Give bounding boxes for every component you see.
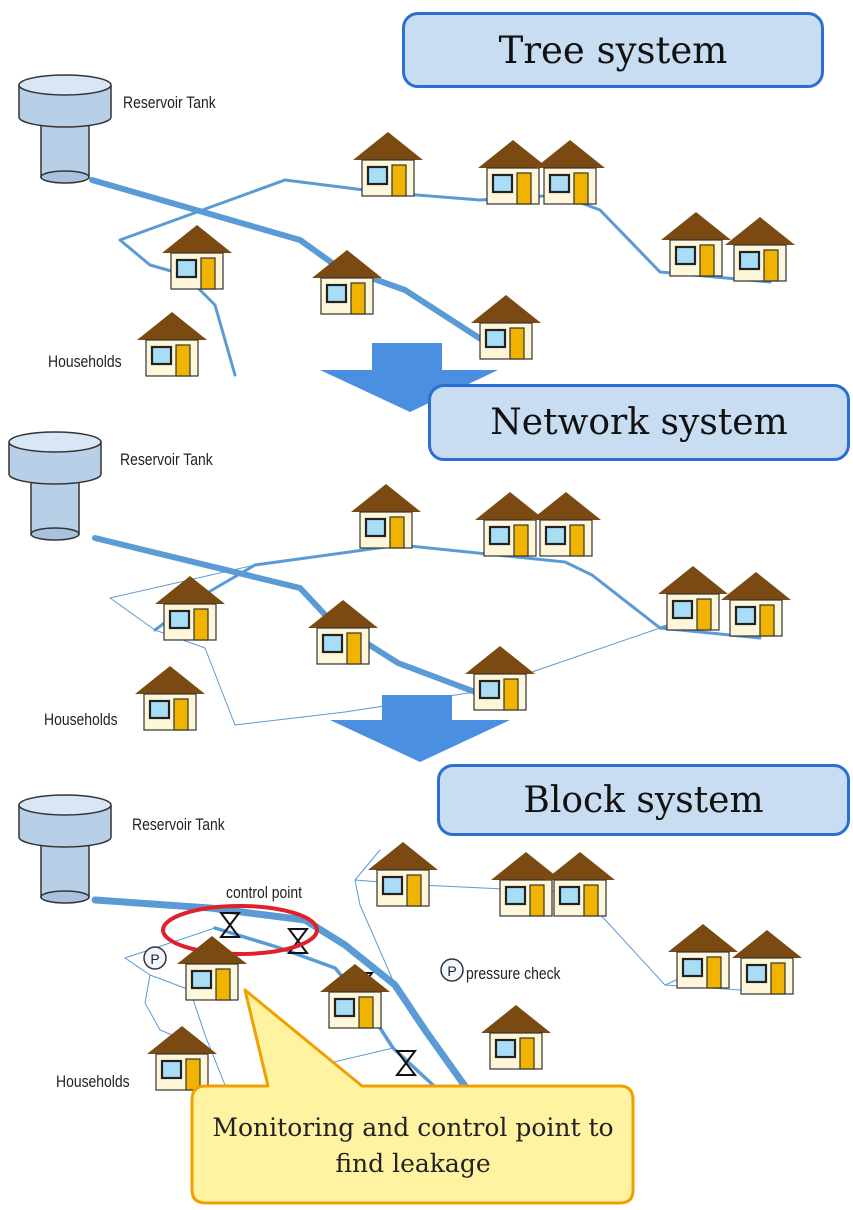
house-icon: [489, 850, 563, 918]
tree-reservoir-tank: [18, 74, 112, 184]
house-icon: [473, 490, 547, 558]
network-households-label: Households: [44, 710, 118, 729]
house-icon: [349, 482, 423, 550]
house-icon: [529, 490, 603, 558]
house-icon: [723, 215, 797, 283]
transition-arrow-down-icon: [330, 695, 510, 762]
pressure-gauge-icon: P: [440, 958, 464, 982]
block-reservoir-label: Reservoir Tank: [132, 815, 225, 834]
network-system-title-text: Network system: [490, 402, 788, 443]
network-reservoir-tank: [8, 431, 102, 541]
network-houses: [133, 482, 793, 732]
house-icon: [133, 664, 207, 732]
callout-bubble: [190, 988, 635, 1205]
house-icon: [476, 138, 550, 206]
svg-text:P: P: [447, 963, 456, 979]
pressure-gauge-icon: P: [143, 946, 167, 970]
network-reservoir-label: Reservoir Tank: [120, 450, 213, 469]
house-icon: [656, 564, 730, 632]
tree-system-title-text: Tree system: [498, 28, 728, 72]
tree-houses: [135, 130, 797, 378]
house-icon: [533, 138, 607, 206]
house-icon: [160, 223, 234, 291]
block-panel: P P: [18, 794, 804, 1205]
tree-panel: [18, 74, 797, 378]
block-households-label: Households: [56, 1072, 130, 1091]
tree-reservoir-label: Reservoir Tank: [123, 93, 216, 112]
network-panel: [8, 431, 793, 732]
transition-arrow-down-icon: [320, 343, 498, 412]
house-icon: [719, 570, 793, 638]
valve-icon: [396, 1050, 416, 1076]
network-system-title: Network system: [428, 384, 850, 461]
house-icon: [666, 922, 740, 990]
block-system-title: Block system: [437, 764, 850, 836]
control-point-label: control point: [226, 883, 302, 902]
control-point-ring: [161, 904, 319, 956]
house-icon: [730, 928, 804, 996]
tree-households-label: Households: [48, 352, 122, 371]
svg-text:P: P: [150, 951, 159, 967]
block-system-title-text: Block system: [523, 779, 764, 821]
house-icon: [659, 210, 733, 278]
tree-system-title: Tree system: [402, 12, 824, 88]
house-icon: [543, 850, 617, 918]
block-reservoir-tank: [18, 794, 112, 904]
pressure-check-label: pressure check: [466, 964, 561, 983]
house-icon: [145, 1024, 219, 1092]
callout-text: Monitoring and control point to find lea…: [212, 1113, 614, 1178]
house-icon: [463, 644, 537, 712]
house-icon: [351, 130, 425, 198]
house-icon: [469, 293, 543, 361]
house-icon: [479, 1003, 553, 1071]
house-icon: [135, 310, 209, 378]
